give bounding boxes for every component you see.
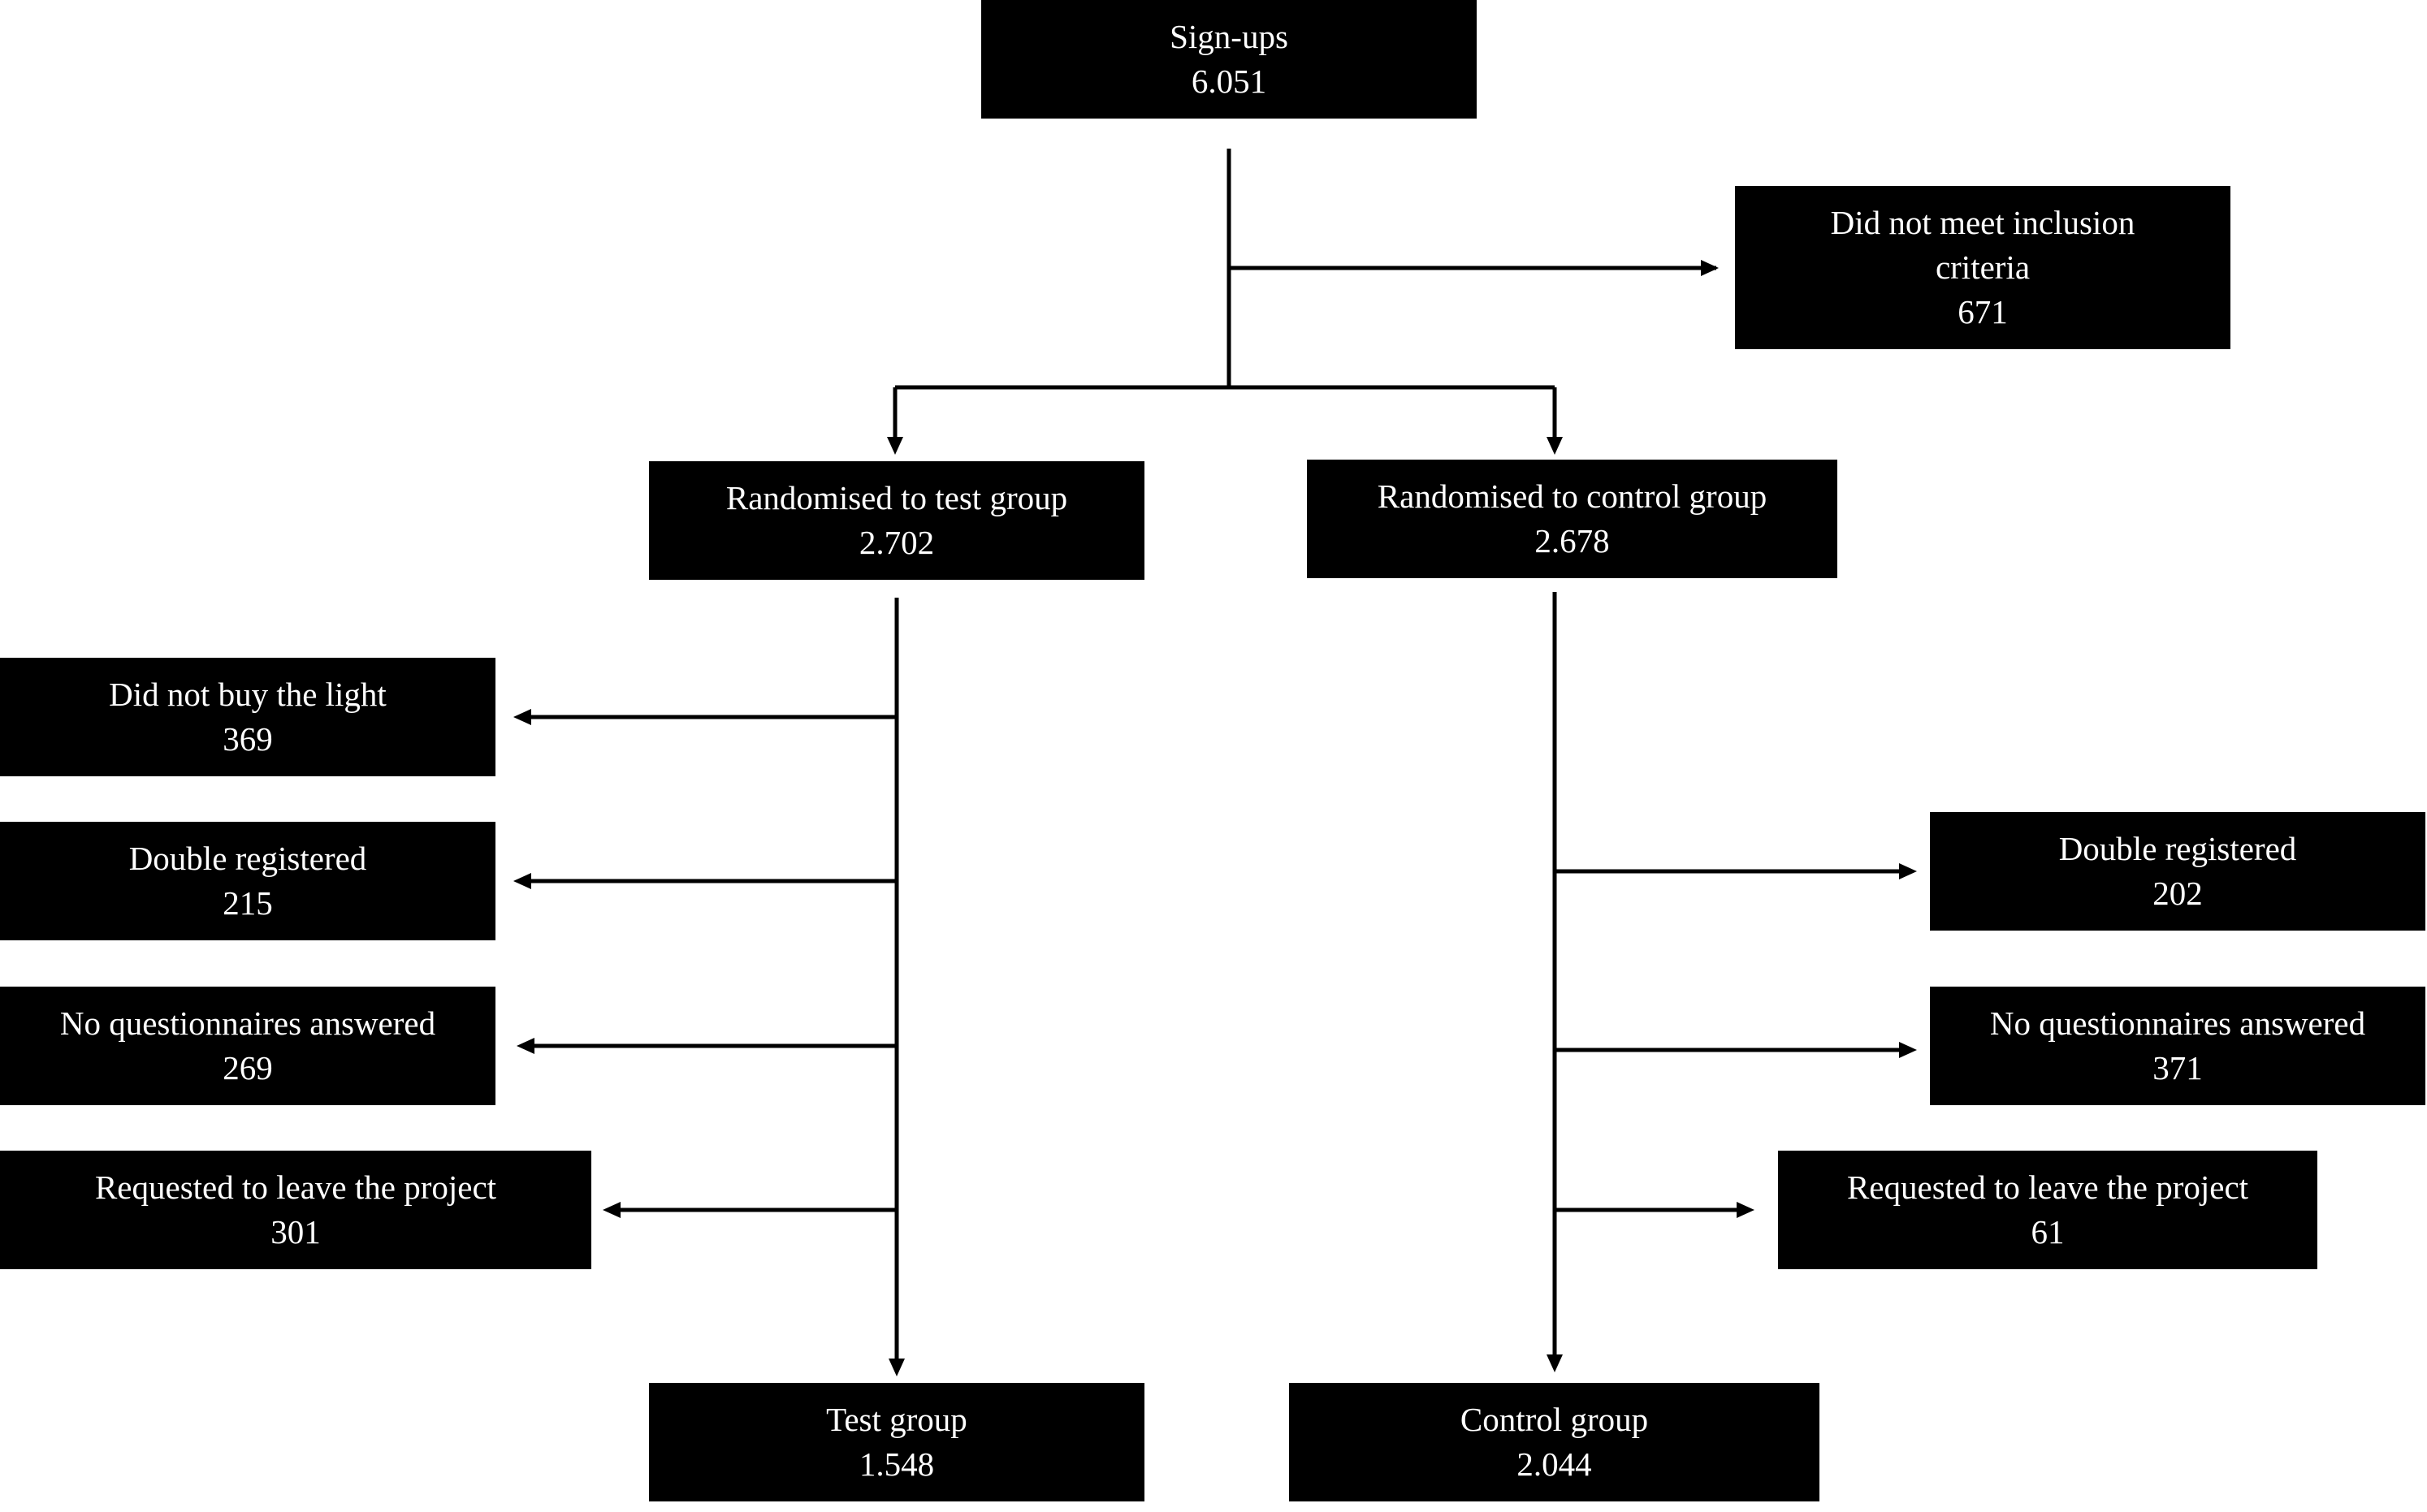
box-signups: Sign-ups 6.051 — [981, 0, 1477, 119]
box-control-leave-label: Requested to leave the project — [1846, 1169, 2249, 1206]
box-signups-count: 6.051 — [1191, 63, 1267, 100]
arrowhead-test-no-quest — [517, 1038, 534, 1054]
box-control-leave: Requested to leave the project 61 — [1778, 1151, 2317, 1269]
box-test-leave: Requested to leave the project 301 — [0, 1151, 591, 1269]
box-excluded: Did not meet inclusion criteria 671 — [1735, 186, 2230, 349]
arrowhead-test-leave — [603, 1202, 621, 1218]
box-test-no-buy-label: Did not buy the light — [109, 676, 387, 713]
box-test-no-quest: No questionnaires answered 269 — [0, 987, 495, 1105]
box-rand-test-label: Randomised to test group — [725, 479, 1068, 516]
arrowhead-control-no-quest — [1899, 1042, 1917, 1058]
box-control-leave-count: 61 — [2031, 1213, 2065, 1251]
box-test-group-label: Test group — [826, 1401, 967, 1438]
box-control-group-count: 2.044 — [1516, 1445, 1592, 1483]
box-control-no-quest-label: No questionnaires answered — [1989, 1004, 2366, 1042]
box-control-no-quest-count: 371 — [2152, 1049, 2203, 1086]
box-control-group: Control group 2.044 — [1289, 1383, 1819, 1501]
box-rand-control-label: Randomised to control group — [1377, 477, 1767, 515]
arrowhead-test-group — [889, 1359, 905, 1376]
box-test-leave-label: Requested to leave the project — [94, 1169, 497, 1206]
box-test-double: Double registered 215 — [0, 822, 495, 940]
box-test-leave-count: 301 — [270, 1213, 321, 1251]
box-test-double-label: Double registered — [128, 840, 367, 877]
box-excluded-label: Did not meet inclusion criteria — [1830, 204, 2135, 286]
box-rand-control: Randomised to control group 2.678 — [1307, 460, 1837, 578]
box-rand-test: Randomised to test group 2.702 — [649, 461, 1144, 580]
box-test-no-quest-label: No questionnaires answered — [59, 1004, 436, 1042]
arrowhead-excluded — [1701, 260, 1719, 276]
box-control-double-count: 202 — [2152, 875, 2203, 912]
box-control-double-label: Double registered — [2058, 830, 2297, 867]
box-test-no-buy-count: 369 — [223, 720, 273, 758]
box-test-double-count: 215 — [223, 884, 273, 922]
box-test-group-count: 1.548 — [859, 1445, 935, 1483]
box-rand-control-count: 2.678 — [1534, 522, 1610, 559]
arrowhead-rand-test — [887, 437, 903, 455]
arrowhead-control-group — [1547, 1354, 1563, 1372]
box-test-no-buy: Did not buy the light 369 — [0, 658, 495, 776]
box-test-no-quest-count: 269 — [223, 1049, 273, 1086]
arrowhead-control-leave — [1737, 1202, 1754, 1218]
box-control-no-quest: No questionnaires answered 371 — [1930, 987, 2425, 1105]
box-control-double: Double registered 202 — [1930, 812, 2425, 931]
arrowhead-control-double — [1899, 863, 1917, 879]
box-signups-label: Sign-ups — [1170, 18, 1288, 55]
arrowhead-rand-control — [1547, 437, 1563, 455]
arrowhead-test-double — [513, 873, 531, 889]
box-control-group-label: Control group — [1460, 1401, 1649, 1438]
box-excluded-count: 671 — [1958, 293, 2008, 330]
box-rand-test-count: 2.702 — [859, 524, 935, 561]
box-test-group: Test group 1.548 — [649, 1383, 1144, 1501]
arrowhead-test-no-buy — [513, 709, 531, 725]
